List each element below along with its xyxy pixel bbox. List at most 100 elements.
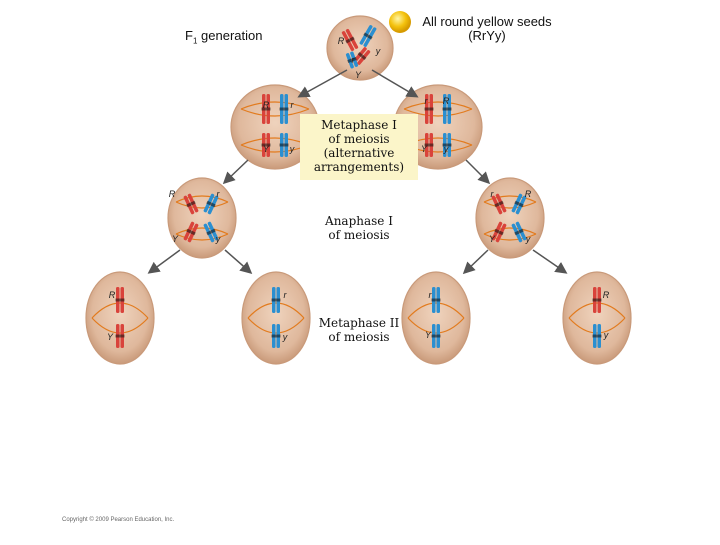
blue-chromatids-lower — [511, 221, 527, 243]
metaphase-one-line-4: arrangements) — [313, 160, 405, 174]
spindle-fiber — [175, 233, 229, 241]
allele-Y-label: Y — [107, 332, 114, 342]
spindle-fiber — [91, 302, 149, 319]
spindle-fiber — [483, 201, 537, 209]
blue-chromatids-upper — [203, 193, 219, 215]
allele-Y-label: Y — [172, 234, 179, 244]
seeds-line-1: All round yellow seeds — [422, 14, 552, 29]
arrow-to-metaphase-two-2 — [224, 249, 253, 274]
arrow-to-metaphase-two-1 — [147, 249, 181, 274]
metaphase-two-label: Metaphase II of meiosis — [300, 316, 418, 344]
blue-chromosome-pair-bottom — [279, 133, 289, 157]
chromosome-lower — [592, 324, 602, 348]
spindle-fiber — [483, 227, 537, 235]
blue-chromatids-upper — [511, 193, 527, 215]
metaphase-two-cell-2: ry — [241, 271, 311, 365]
spindle-fiber — [247, 302, 305, 319]
arrow-to-anaphase-left — [222, 159, 249, 185]
blue-chromatids-lower — [203, 221, 219, 243]
red-chromatids-upper — [183, 193, 199, 215]
f1-letter: F — [185, 28, 193, 43]
allele-r-label: r — [284, 290, 288, 300]
seeds-label: All round yellow seeds (RrYy) — [412, 15, 562, 43]
allele-Y-label: Y — [489, 234, 496, 244]
allele-r-label: r — [352, 55, 356, 65]
allele-y-label: y — [282, 332, 288, 342]
metaphase-one-label: Metaphase I of meiosis (alternative arra… — [300, 118, 418, 174]
f1-generation-label: F1 generation — [185, 28, 262, 46]
allele-R-label: R — [109, 290, 116, 300]
blue-chromosome-pair-top — [442, 94, 452, 124]
red-chromosome-R — [341, 28, 359, 52]
blue-chromosome-pair-top — [279, 94, 289, 124]
copyright-notice: Copyright © 2009 Pearson Education, Inc. — [62, 517, 175, 523]
spindle-fiber — [407, 317, 465, 334]
seeds-line-2: (RrYy) — [468, 28, 506, 43]
cell-membrane — [167, 177, 237, 259]
allele-y-label: y — [289, 144, 295, 154]
allele-R-label: R — [338, 36, 345, 46]
allele-r-label: r — [425, 96, 429, 106]
spindle-fiber — [483, 195, 537, 203]
red-chromosome-pair-bottom — [261, 133, 271, 157]
metaphase-one-line-1: Metaphase I — [321, 118, 397, 132]
allele-r-label: r — [491, 189, 495, 199]
red-chromosome-pair-top — [424, 94, 434, 124]
chromosome-upper — [431, 287, 441, 313]
anaphase-one-line-2: of meiosis — [328, 228, 390, 242]
spindle-fiber — [483, 233, 537, 241]
arrow-to-metaphase-two-3 — [462, 249, 489, 275]
arrow-to-metaphase-two-4 — [532, 249, 568, 274]
allele-r-label: r — [217, 189, 221, 199]
cell-membrane — [562, 271, 632, 365]
red-chromosome-r — [353, 47, 371, 65]
allele-R-label: R — [263, 100, 270, 110]
metaphase-two-cell-3: rY — [401, 271, 471, 365]
cell-membrane — [241, 271, 311, 365]
red-chromatids-upper — [491, 193, 507, 215]
metaphase-two-line-2: of meiosis — [328, 330, 390, 344]
spindle-fiber — [568, 317, 626, 334]
spindle-fiber — [175, 227, 229, 235]
red-chromatids-lower — [183, 221, 199, 243]
allele-Y-label: Y — [355, 70, 362, 80]
metaphase-two-line-1: Metaphase II — [318, 316, 400, 330]
metaphase-two-cell-1: RY — [85, 271, 155, 365]
metaphase-one-highlight — [300, 114, 418, 180]
spindle-fiber — [175, 201, 229, 209]
allele-y-label: y — [525, 234, 531, 244]
allele-R-label: R — [443, 96, 450, 106]
red-chromosome-pair-bottom — [424, 133, 434, 157]
blue-chromosome-Y — [345, 51, 359, 69]
allele-Y-label: Y — [263, 144, 270, 154]
allele-Y-label: Y — [425, 330, 432, 340]
chromosome-upper — [271, 287, 281, 313]
allele-Y-label: Y — [421, 144, 428, 154]
cell-membrane — [401, 271, 471, 365]
spindle-fiber — [175, 195, 229, 203]
chromosome-lower — [271, 324, 281, 348]
allele-y-label: y — [215, 234, 221, 244]
chromosome-upper — [592, 287, 602, 313]
blue-chromosome-pair-bottom — [442, 133, 452, 157]
spindle-fiber — [568, 302, 626, 319]
f1-rest: generation — [197, 28, 263, 43]
spindle-fiber — [407, 302, 465, 319]
allele-y-label: y — [603, 330, 609, 340]
spindle-fiber — [403, 108, 473, 117]
metaphase-one-line-2: of meiosis — [328, 132, 390, 146]
f1-subscript: 1 — [192, 36, 198, 46]
arrow-to-metaphase-right — [371, 69, 419, 98]
spindle-fiber — [240, 101, 310, 110]
red-chromosome-pair-top — [261, 94, 271, 124]
anaphase-one-label: Anaphase I of meiosis — [300, 214, 418, 242]
cell-membrane — [475, 177, 545, 259]
chromosome-upper — [115, 287, 125, 313]
spindle-fiber — [91, 317, 149, 334]
spindle-fiber — [403, 101, 473, 110]
chromosome-lower — [115, 324, 125, 348]
